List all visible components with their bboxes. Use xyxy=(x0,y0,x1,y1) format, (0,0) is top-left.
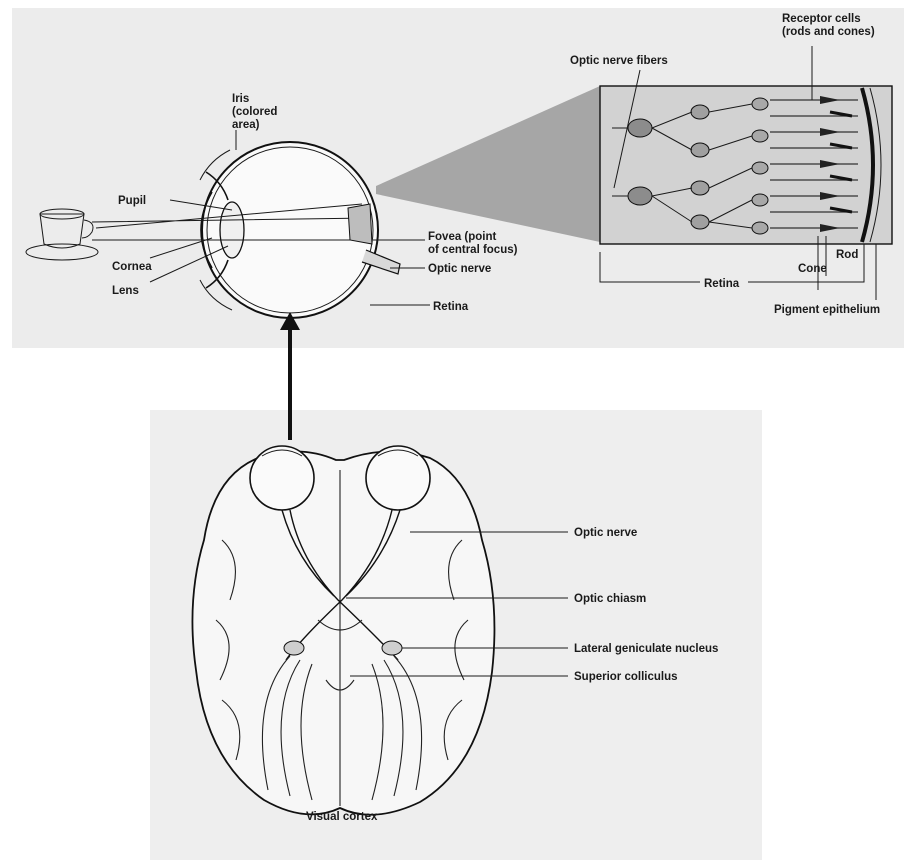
label-retina-eye: Retina xyxy=(433,301,469,313)
fovea-image xyxy=(348,204,372,244)
label-superior-colliculus: Superior colliculus xyxy=(574,671,678,683)
label-cornea: Cornea xyxy=(112,261,152,273)
label-visual-cortex: Visual cortex xyxy=(306,811,378,823)
label-lateral-geniculate-nucleus: Lateral geniculate nucleus xyxy=(574,643,718,655)
photoreceptors xyxy=(770,96,858,232)
label-fovea-line2: of central focus) xyxy=(428,244,518,256)
left-eyeball xyxy=(250,446,314,510)
label-receptor-cells: Receptor cells xyxy=(782,13,861,25)
retina-detail-box xyxy=(600,86,892,244)
right-eyeball xyxy=(366,446,430,510)
label-cone: Cone xyxy=(798,263,827,275)
label-receptor-cells-line2: (rods and cones) xyxy=(782,26,875,38)
label-fovea: Fovea (point xyxy=(428,231,497,243)
label-optic-nerve-brain: Optic nerve xyxy=(574,527,637,539)
label-retina-detail: Retina xyxy=(704,278,740,290)
label-iris-line2: (colored xyxy=(232,106,277,118)
label-iris-line3: area) xyxy=(232,119,260,131)
label-optic-nerve-eye: Optic nerve xyxy=(428,263,491,275)
lens-shape xyxy=(220,202,244,258)
label-lens: Lens xyxy=(112,285,139,297)
label-optic-chiasm: Optic chiasm xyxy=(574,593,646,605)
label-rod: Rod xyxy=(836,249,858,261)
label-optic-nerve-fibers: Optic nerve fibers xyxy=(570,55,668,67)
brain-outline xyxy=(192,451,494,814)
label-iris: Iris xyxy=(232,93,249,105)
label-pigment-epithelium: Pigment epithelium xyxy=(774,304,880,316)
label-pupil: Pupil xyxy=(118,195,146,207)
